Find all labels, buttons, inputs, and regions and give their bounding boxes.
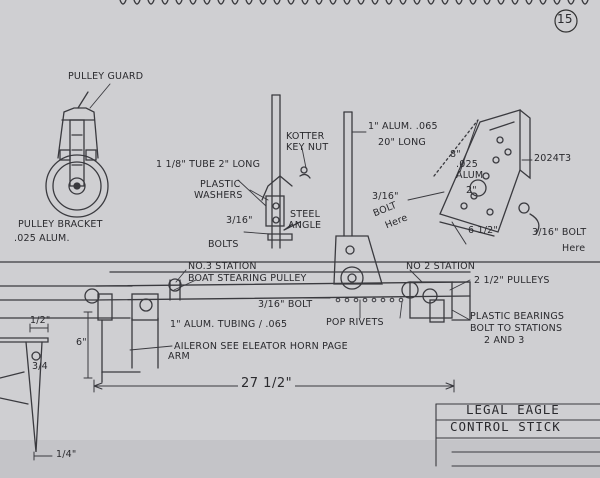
label-bolt-to-stations: BOLT TO STATIONS [470,323,563,334]
label-plastic-bearings: PLASTIC BEARINGS [470,311,565,322]
pulley-bracket-drawing [45,91,109,218]
label-bolts-size: 3/16" [226,215,253,226]
label-no3-station: NO.3 STATION [188,261,257,272]
label-steel-angle-a: STEEL [290,209,321,220]
lower-arm [0,337,49,453]
label-pulley-bracket: PULLEY BRACKET [18,219,103,230]
label-dim-27-half: 27 1/2" [238,377,296,390]
label-aileron-b: ARM [168,351,190,362]
label-bolts: BOLTS [208,239,239,250]
label-bolt-here-right-a: 3/16" BOLT [532,227,587,238]
label-alum-tubing: 1" ALUM. TUBING / .065 [170,319,288,330]
label-tube-2-long: 1 1/8" TUBE 2" LONG [156,159,261,170]
leader-lines [89,83,533,351]
label-2024t3: 2024T3 [534,153,572,164]
label-dim-8: 8" [450,149,461,160]
label-alum-025-a: .025 [456,159,478,170]
label-pulley-guard: PULLEY GUARD [68,71,144,82]
label-pop-rivets: POP RIVETS [326,317,384,328]
label-boat-steering-pulley: BOAT STEARING PULLEY [188,273,307,284]
paper-shade [0,440,600,478]
label-plastic-washers-a: PLASTIC [200,179,241,190]
label-pulleys-2-half: 2 1/2" PULLEYS [474,275,550,286]
station-no3 [84,278,182,369]
label-bolt-here-a: 3/16" [372,191,399,202]
label-dim-6-half: 6 1/2" [468,225,498,236]
label-no2-station: NO 2 STATION [406,261,476,272]
label-plastic-washers-b: WASHERS [194,190,243,201]
label-alum-025-b: ALUM [456,170,484,181]
label-alum-20-long: 20" LONG [378,137,426,148]
spiral-binding [119,0,589,5]
label-bolt-3-16-mid: 3/16" BOLT [258,299,313,310]
label-bolt-here-right-b: Here [562,243,586,254]
label-dim-6: 6" [76,337,87,348]
page-number-circle [554,9,578,33]
label-dim-1-4: 1/4" [56,449,77,460]
label-alum-065: 1" ALUM. .065 [368,121,438,132]
label-kotter-b: KEY NUT [286,142,329,153]
aileron-arm [101,319,141,383]
label-kotter-a: KOTTER [286,131,325,142]
label-dim-1-half: 1/2" [30,315,51,326]
page-number: 15 [557,12,573,26]
dimension-lines [29,119,479,461]
label-steel-angle-b: ANGLE [288,220,322,231]
label-dim-3-4: 3/4 [32,361,48,372]
pop-rivets [335,297,404,303]
label-aileron-a: AILERON SEE ELEATOR HORN PAGE [174,341,348,352]
main-stick-tube [333,111,383,290]
label-pulley-bracket-material: .025 ALUM. [14,233,70,244]
bracket-detail-drawing [433,109,540,237]
control-stick-tube [261,94,311,249]
title-line1: LEGAL EAGLE [466,402,560,417]
label-stations-2-and-3: 2 AND 3 [484,335,525,346]
station-no2 [401,281,471,323]
title-block [435,403,600,467]
title-line2: CONTROL STICK [450,419,561,434]
label-dim-2: 2" [466,185,477,196]
